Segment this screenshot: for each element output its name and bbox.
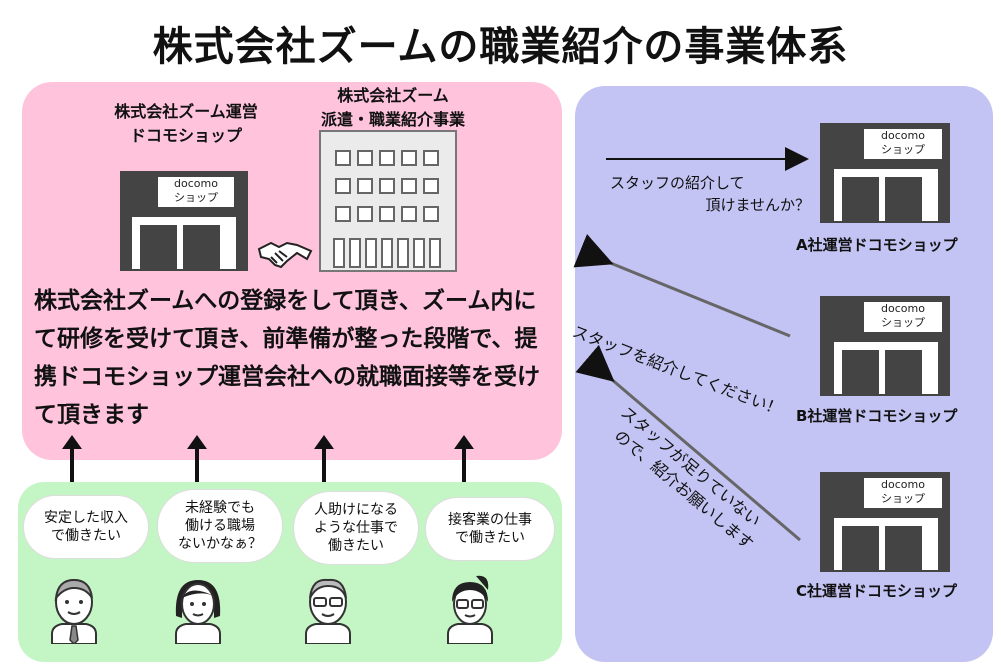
- up-arrow-icon: [454, 435, 474, 483]
- building-window: [379, 178, 395, 194]
- bubble-3-line2: ような仕事で: [314, 520, 398, 536]
- building-window: [401, 178, 417, 194]
- shop-b-sign: docomo ショップ: [864, 302, 942, 332]
- registration-description: 株式会社ズームへの登録をして頂き、ズーム内にて研修を受けて頂き、前準備が整った段…: [34, 288, 540, 428]
- bubble-4-line2: で働きたい: [455, 530, 525, 546]
- building-entrance-panel: [381, 238, 393, 268]
- shop-a-label: A社運営ドコモショップ: [796, 236, 958, 254]
- building-entrance-panel: [333, 238, 345, 268]
- shop-a-sign-shop: ショップ: [881, 143, 925, 156]
- up-arrow-icon: [187, 435, 207, 483]
- bubble-3-line1: 人助けになる: [314, 502, 398, 518]
- building-window: [401, 206, 417, 222]
- speech-bubble-3: 人助けになる ような仕事で 働きたい: [294, 492, 418, 564]
- bubble-2-line1: 未経験でも: [185, 500, 255, 516]
- speech-bubble-4: 接客業の仕事 で働きたい: [426, 498, 554, 560]
- shop-sign-shop: ショップ: [174, 191, 218, 204]
- bubble-3-line3: 働きたい: [328, 538, 384, 554]
- building-window: [423, 150, 439, 166]
- building-window: [379, 206, 395, 222]
- speech-bubble-2: 未経験でも 働ける職場 ないかなぁ？: [158, 490, 282, 562]
- zoom-company-panel: [22, 82, 562, 460]
- building-window: [357, 206, 373, 222]
- building-entrance-panel: [397, 238, 409, 268]
- zoom-dispatch-label-line2: 派遣・職業紹介事業: [320, 110, 465, 129]
- message-a-line1: スタッフの紹介して: [610, 174, 745, 192]
- shop-b-label: B社運営ドコモショップ: [796, 407, 958, 425]
- older-man-glasses-avatar-icon: [300, 572, 356, 648]
- shop-b-icon: docomo ショップ: [820, 296, 950, 396]
- building-entrance-panel: [365, 238, 377, 268]
- arrow-b-icon: [573, 234, 791, 338]
- office-building-icon: [319, 130, 457, 272]
- building-window: [335, 178, 351, 194]
- shop-a-icon: docomo ショップ: [820, 123, 950, 223]
- building-entrance-panel: [413, 238, 425, 268]
- up-arrow-icon: [314, 435, 334, 483]
- shop-door-icon: [132, 217, 236, 269]
- shop-sign-brand: docomo: [174, 177, 218, 190]
- shop-b-sign-brand: docomo: [881, 302, 925, 315]
- building-entrance-panel: [429, 238, 441, 268]
- man-with-tie-avatar-icon: [46, 572, 102, 648]
- shop-a-door-icon: [834, 169, 938, 221]
- zoom-shop-label: 株式会社ズーム運営 ドコモショップ: [96, 100, 276, 148]
- building-window: [423, 178, 439, 194]
- bubble-1-line2: で働きたい: [51, 528, 121, 544]
- building-window: [401, 150, 417, 166]
- woman-ponytail-glasses-avatar-icon: [442, 572, 498, 648]
- building-window: [357, 178, 373, 194]
- shop-a-sign-brand: docomo: [881, 129, 925, 142]
- building-window: [335, 206, 351, 222]
- shop-c-sign-brand: docomo: [881, 478, 925, 491]
- bubble-1-line1: 安定した収入: [44, 510, 128, 526]
- building-window: [357, 150, 373, 166]
- shop-b-sign-shop: ショップ: [881, 316, 925, 329]
- bubble-2-line3: ないかなぁ？: [178, 536, 262, 552]
- shop-b-door-icon: [834, 342, 938, 394]
- bubble-2-line2: 働ける職場: [185, 518, 255, 534]
- message-a: スタッフの紹介して 頂けませんか？: [610, 172, 810, 216]
- arrow-c-icon: [575, 344, 801, 542]
- building-window: [423, 206, 439, 222]
- shop-c-sign: docomo ショップ: [864, 478, 942, 508]
- shop-c-door-icon: [834, 518, 938, 570]
- zoom-shop-label-line1: 株式会社ズーム運営: [114, 102, 258, 121]
- building-window: [379, 150, 395, 166]
- shop-c-icon: docomo ショップ: [820, 472, 950, 572]
- zoom-shop-label-line2: ドコモショップ: [129, 126, 242, 145]
- shop-c-sign-shop: ショップ: [881, 492, 925, 505]
- woman-avatar-icon: [170, 572, 226, 648]
- building-entrance-panel: [349, 238, 361, 268]
- building-window: [335, 150, 351, 166]
- shop-c-label: C社運営ドコモショップ: [796, 582, 958, 600]
- shop-a-sign: docomo ショップ: [864, 129, 942, 159]
- zoom-dispatch-label: 株式会社ズーム 派遣・職業紹介事業: [298, 84, 488, 132]
- handshake-icon: [257, 237, 313, 273]
- page-title: 株式会社ズームの職業紹介の事業体系: [152, 24, 849, 70]
- message-a-line2: 頂けませんか？: [705, 196, 810, 214]
- speech-bubble-1: 安定した収入 で働きたい: [24, 496, 148, 558]
- up-arrow-icon: [62, 435, 82, 483]
- zoom-dispatch-label-line1: 株式会社ズーム: [337, 86, 449, 105]
- zoom-docomo-shop-icon: docomo ショップ: [120, 171, 248, 271]
- bubble-4-line1: 接客業の仕事: [448, 512, 532, 528]
- shop-sign: docomo ショップ: [158, 177, 234, 207]
